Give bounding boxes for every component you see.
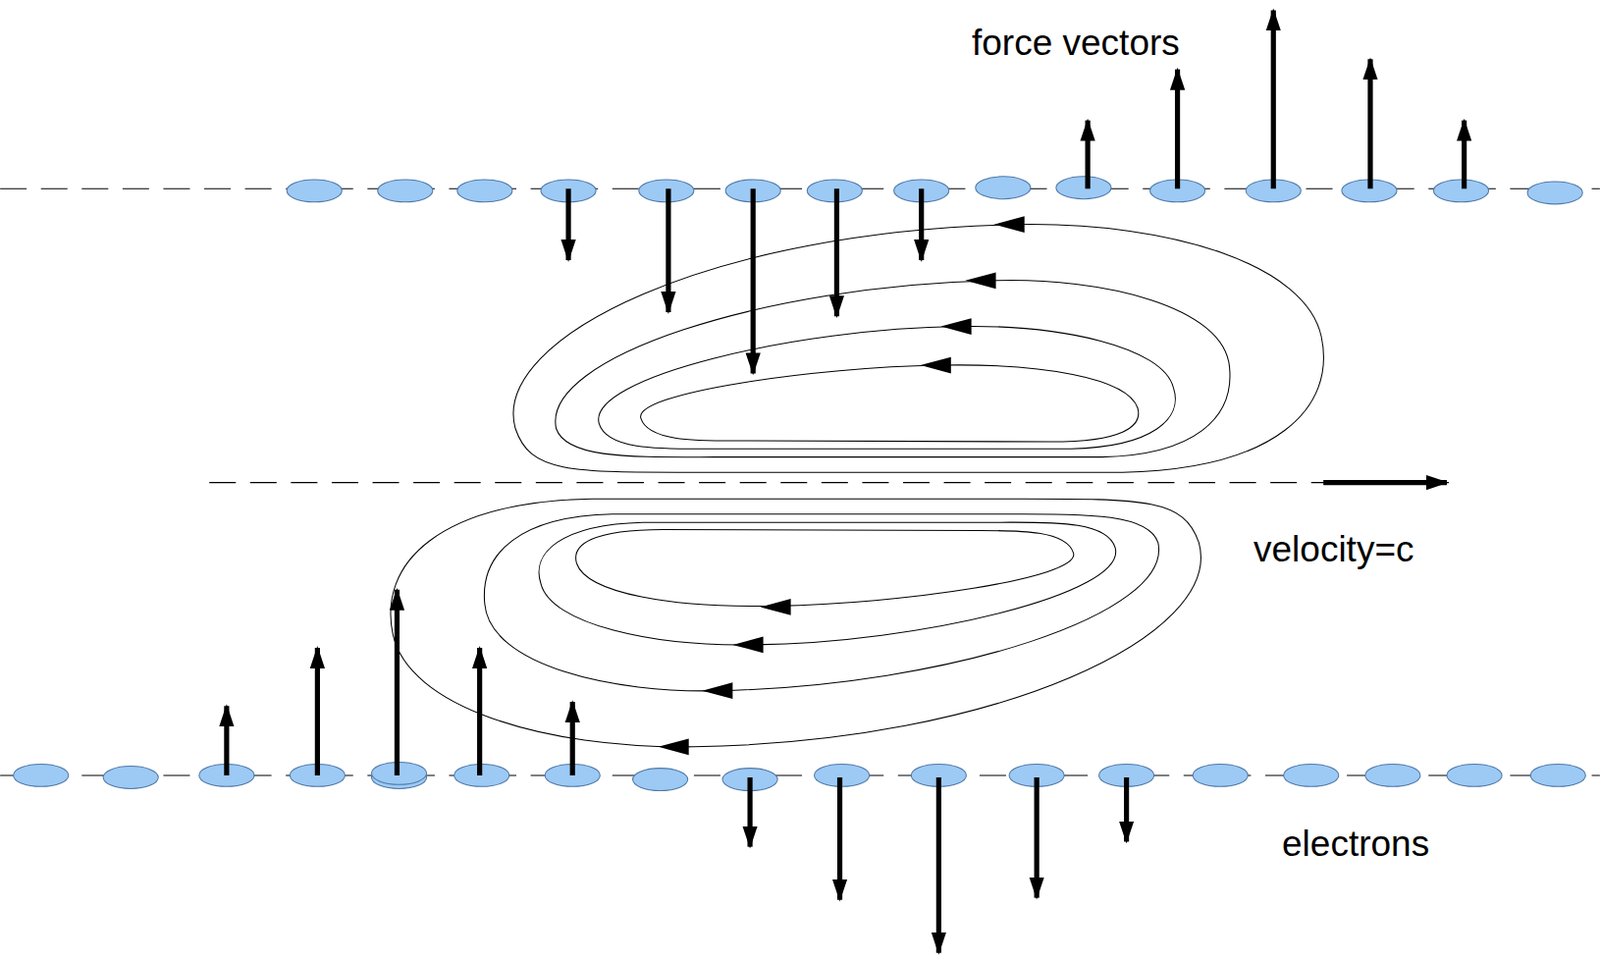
field-arrowhead — [658, 738, 690, 755]
field-loop — [538, 522, 1117, 645]
force-vectors — [226, 9, 1465, 953]
electron — [1365, 763, 1421, 787]
field-loop — [390, 498, 1201, 747]
force-arrow — [918, 188, 924, 261]
force-arrow — [746, 777, 752, 848]
electron — [1283, 763, 1339, 787]
velocity-arrow — [1323, 480, 1447, 485]
figure-label: force vectors — [971, 23, 1180, 64]
force-arrow — [565, 188, 571, 261]
electron — [457, 179, 513, 203]
electrons-top — [286, 176, 1583, 205]
field-arrowhead — [993, 215, 1024, 233]
force-arrow — [750, 188, 756, 374]
force-arrow — [837, 777, 843, 901]
electron — [1056, 176, 1112, 200]
force-arrow — [1367, 58, 1373, 189]
field-arrowhead — [920, 357, 952, 374]
field-lines-top — [513, 224, 1324, 474]
field-loop — [483, 514, 1159, 692]
velocity-label: velocity=c — [1253, 530, 1414, 571]
field-arrowhead — [701, 682, 733, 699]
electron — [1530, 763, 1586, 787]
field-loop — [513, 224, 1324, 474]
electrons-bottom — [13, 761, 1587, 791]
force-arrow — [834, 188, 840, 317]
force-arrow — [1085, 120, 1091, 190]
field-arrowhead — [964, 272, 996, 290]
electron — [377, 179, 433, 203]
force-arrow — [394, 589, 400, 776]
center-line — [209, 481, 1449, 483]
electron — [103, 766, 159, 790]
electrons-label: electrons — [1281, 824, 1430, 865]
electron — [633, 768, 689, 792]
field-arrowhead — [759, 598, 791, 616]
field-arrowhead — [732, 637, 763, 654]
wire-lines — [0, 188, 1600, 776]
field-lines-bottom — [390, 498, 1201, 747]
electron — [13, 763, 69, 787]
force-arrow — [1034, 777, 1040, 899]
force-arrow — [570, 701, 576, 776]
electron — [975, 176, 1031, 200]
force-arrow — [665, 188, 671, 313]
force-arrow — [936, 777, 942, 954]
field-loop — [598, 325, 1176, 449]
field-loop — [555, 280, 1230, 458]
field-loop — [640, 365, 1139, 442]
force-arrow — [223, 705, 229, 776]
force-arrow — [315, 647, 320, 776]
force-arrow — [1461, 120, 1467, 190]
electron — [1433, 179, 1489, 203]
force-arrow — [1271, 9, 1277, 189]
field-loop — [576, 529, 1074, 606]
force-arrow — [1174, 69, 1180, 190]
force-arrow — [1123, 777, 1129, 842]
electron — [1446, 763, 1502, 787]
force-arrow — [477, 647, 482, 776]
electron — [1192, 763, 1248, 787]
field-arrowheads — [658, 215, 1025, 755]
electron — [1527, 181, 1583, 205]
field-arrowhead — [940, 318, 971, 335]
electron — [286, 179, 342, 203]
